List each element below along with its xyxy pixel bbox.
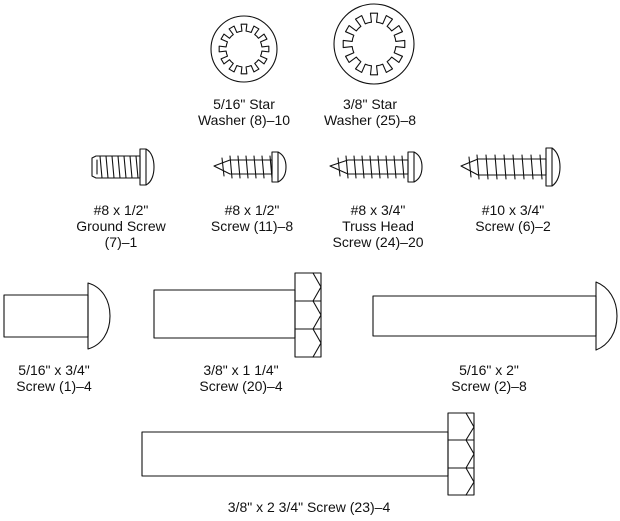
ground-screw-drawing [91,148,155,186]
screw-5-16-3-4-label: 5/16" x 3/4"Screw (1)–4 [16,362,92,394]
screw-10-3-4-label: #10 x 3/4"Screw (6)–2 [475,202,551,234]
screw-8-1-2-label: #8 x 1/2"Screw (11)–8 [210,202,294,234]
screw-3-8-2-3-4-label: 3/8" x 2 3/4" Screw (23)–4 [227,499,391,515]
screw-10-3-4-drawing [460,147,561,187]
screw-5-16-2-label: 5/16" x 2"Screw (2)–8 [451,362,527,394]
ground-screw-label: #8 x 1/2"Ground Screw(7)–1 [76,202,166,250]
screw-8-1-2-drawing [213,151,287,183]
star-washer-5-16-drawing [210,15,278,83]
screw-3-8-1-1-4-drawing [153,272,322,358]
screw-5-16-3-4-drawing [3,282,111,350]
screw-5-16-2-drawing [372,281,618,351]
screw-3-8-2-3-4-drawing [141,412,475,496]
star-washer-3-8-drawing [333,3,415,85]
screw-3-8-1-1-4-label: 3/8" x 1 1/4"Screw (20)–4 [199,362,283,394]
truss-screw-drawing [329,151,423,183]
